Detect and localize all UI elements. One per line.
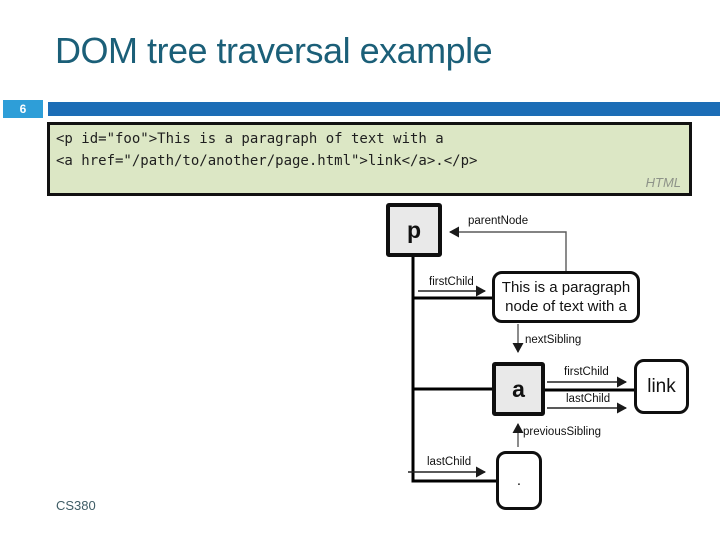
node-a-element: a — [492, 362, 545, 416]
edge-label-previoussibling: previousSibling — [523, 426, 601, 438]
edge-parentnode-arrow — [449, 226, 567, 271]
slide-number-badge: 6 — [3, 100, 43, 118]
footer-course-label: CS380 — [56, 498, 96, 513]
node-paragraph-text: This is a paragraph node of text with a — [492, 271, 640, 323]
code-line-2: <a href="/path/to/another/page.html">lin… — [56, 153, 478, 169]
language-label: HTML — [645, 175, 681, 190]
edge-label-parentnode: parentNode — [468, 215, 529, 227]
code-line-1: <p id="foo">This is a paragraph of text … — [56, 131, 444, 147]
edge-label-firstchild-link: firstChild — [564, 366, 609, 378]
node-link-text: link — [634, 359, 689, 414]
edge-label-lastchild-link: lastChild — [566, 393, 611, 405]
code-snippet: <p id="foo">This is a paragraph of text … — [50, 125, 689, 172]
node-p-element: p — [386, 203, 442, 257]
edge-label-firstchild-text: firstChild — [429, 276, 474, 288]
code-panel: <p id="foo">This is a paragraph of text … — [47, 122, 692, 196]
node-dot-text: . — [496, 451, 542, 510]
edge-label-lastchild-dot: lastChild — [427, 456, 472, 468]
slide-title: DOM tree traversal example — [55, 30, 493, 71]
edge-label-nextsibling: nextSibling — [525, 334, 582, 346]
header-bar — [48, 102, 720, 116]
